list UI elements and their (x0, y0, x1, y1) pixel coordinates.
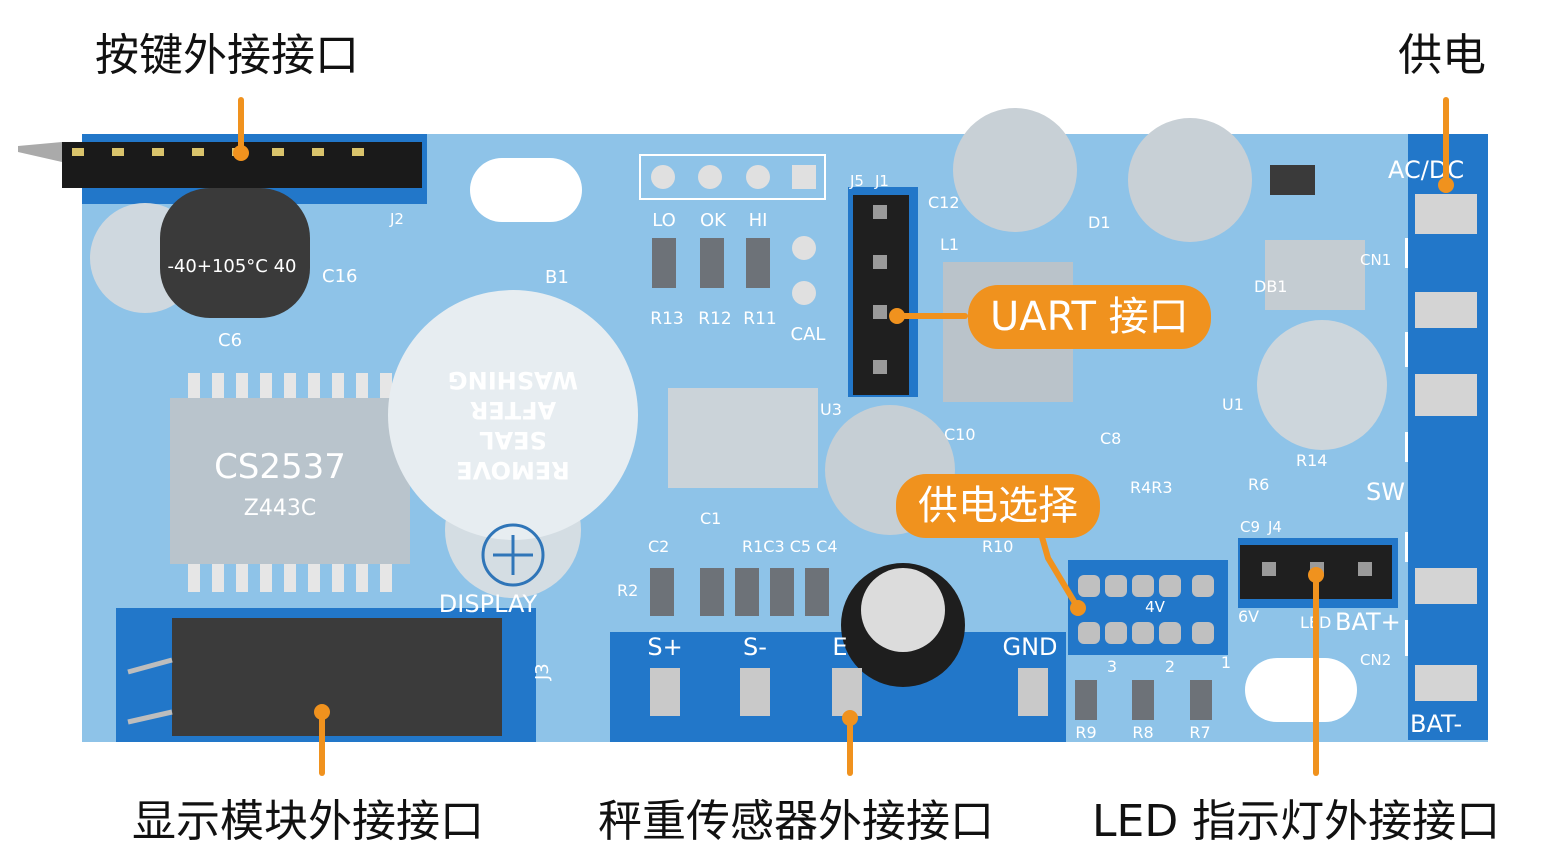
capacitor-c12 (953, 108, 1077, 232)
l1-label: L1 (940, 235, 959, 254)
capacitor-c11 (1128, 118, 1252, 242)
s-plus-label: S+ (647, 633, 682, 661)
v4-label: 4V (1145, 598, 1166, 616)
buzzer-line-4: WASHING (448, 366, 578, 394)
acdc-label: AC/DC (1388, 156, 1464, 184)
buzzer-ref: B1 (545, 267, 569, 288)
bat-minus-label: BAT- (1410, 710, 1462, 738)
d1-label: D1 (1088, 213, 1111, 232)
r11-label: R11 (743, 309, 776, 329)
leader-power-select (1037, 527, 1081, 611)
ic-main-label: CS2537 (214, 447, 346, 487)
db1-label: DB1 (1254, 277, 1287, 296)
r6-label: R6 (1248, 475, 1269, 494)
j5-label: J5 (849, 172, 864, 190)
j4-label: J4 (1267, 518, 1282, 536)
lo-label: LO (652, 210, 676, 231)
buzzer-line-2: SEAL (479, 426, 547, 454)
cap-rating-text: -40+105°C 40 (167, 256, 296, 277)
uart-badge: UART 接口 (968, 285, 1211, 349)
r8-label: R8 (1132, 723, 1153, 742)
load-cell-interface-label: 秤重传感器外接接口 (598, 796, 994, 847)
power-label: 供电 (1398, 30, 1486, 81)
r7-label: R7 (1189, 723, 1210, 742)
r9-label: R9 (1075, 723, 1096, 742)
c2-label: C2 (648, 537, 669, 556)
r13-label: R13 (650, 309, 683, 329)
cn2-label: CN2 (1360, 651, 1391, 669)
c1-label: C1 (700, 509, 721, 528)
j3-header (172, 618, 502, 736)
u1-label: U1 (1222, 395, 1244, 414)
ic-u3 (668, 388, 818, 488)
r1c3c5c4-label: R1C3 C5 C4 (742, 537, 838, 556)
power-zone (1408, 134, 1488, 740)
buzzer-line-1: REMOVE (456, 456, 569, 484)
c9-label: C9 (1240, 518, 1260, 536)
display-label: DISPLAY (439, 590, 538, 618)
cn1-label: CN1 (1360, 251, 1391, 269)
r14-label: R14 (1296, 451, 1327, 470)
r4r3-label: R4R3 (1130, 478, 1173, 497)
s-minus-label: S- (743, 633, 767, 661)
v6-label: 6V (1238, 607, 1259, 626)
sw-label: SW (1366, 478, 1405, 506)
display-interface-label: 显示模块外接接口 (132, 796, 484, 847)
power-select-badge: 供电选择 (896, 474, 1100, 538)
j2-label: J2 (389, 210, 404, 228)
mounting-hole (470, 158, 582, 222)
buzzer-b1 (388, 290, 638, 598)
rectifier-db1 (1265, 240, 1365, 310)
r12-label: R12 (698, 309, 731, 329)
j1-label: J1 (874, 172, 889, 190)
capacitor-right (1257, 320, 1387, 450)
gnd-label: GND (1002, 633, 1057, 661)
c12-label: C12 (928, 193, 960, 212)
c8-label: C8 (1100, 429, 1121, 448)
u3-label: U3 (820, 400, 842, 419)
ok-label: OK (700, 210, 727, 231)
ic-cs2537 (170, 373, 410, 592)
c6-label: C6 (218, 330, 242, 351)
e-label: E (832, 633, 847, 661)
c16-label: C16 (322, 266, 357, 287)
n3-label: 3 (1107, 657, 1117, 676)
buzzer-line-3: AFTER (470, 396, 556, 424)
led-interface-label: LED 指示灯外接接口 (1092, 796, 1501, 847)
cal-label: CAL (791, 324, 826, 345)
r10-label: R10 (982, 537, 1013, 556)
mounting-hole (1245, 658, 1357, 722)
n1-label: 1 (1221, 653, 1231, 672)
bat-plus-label: BAT+ (1335, 608, 1401, 636)
r2-label: R2 (617, 581, 638, 600)
key-interface-label: 按键外接接口 (95, 30, 359, 81)
ic-main-code: Z443C (244, 496, 316, 521)
n2-label: 2 (1165, 657, 1175, 676)
j3-ref: J3 (532, 663, 553, 681)
c10-label: C10 (944, 425, 976, 444)
hi-label: HI (749, 210, 768, 231)
